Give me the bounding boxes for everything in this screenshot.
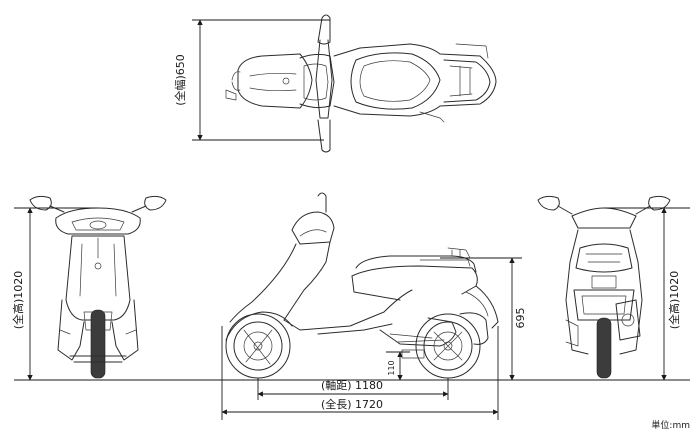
unit-note: 単位:mm: [651, 419, 690, 431]
side-view: [225, 192, 499, 379]
width-label: (全幅)650: [173, 54, 187, 106]
ground-clearance-dimension: 110: [386, 351, 410, 381]
top-view: [225, 14, 497, 153]
length-label: (全長) 1720: [321, 397, 383, 411]
wheelbase-label: (軸距) 1180: [321, 378, 383, 392]
ground-clearance-label: 110: [387, 360, 396, 375]
rear-view: [537, 195, 671, 379]
seat-height-label: 695: [514, 308, 527, 329]
front-view: [29, 195, 167, 379]
rear-height-label: (全高)1020: [667, 271, 681, 330]
front-height-label: (全高)1020: [11, 271, 25, 330]
seat-height-dimension: 695: [440, 257, 527, 381]
front-height-dimension: (全高)1020: [11, 207, 98, 381]
wheelbase-dimension: (軸距) 1180: [257, 378, 449, 400]
rear-height-dimension: (全高)1020: [604, 207, 690, 381]
width-dimension: (全幅)650: [173, 19, 330, 141]
length-dimension: (全長) 1720: [221, 326, 499, 420]
